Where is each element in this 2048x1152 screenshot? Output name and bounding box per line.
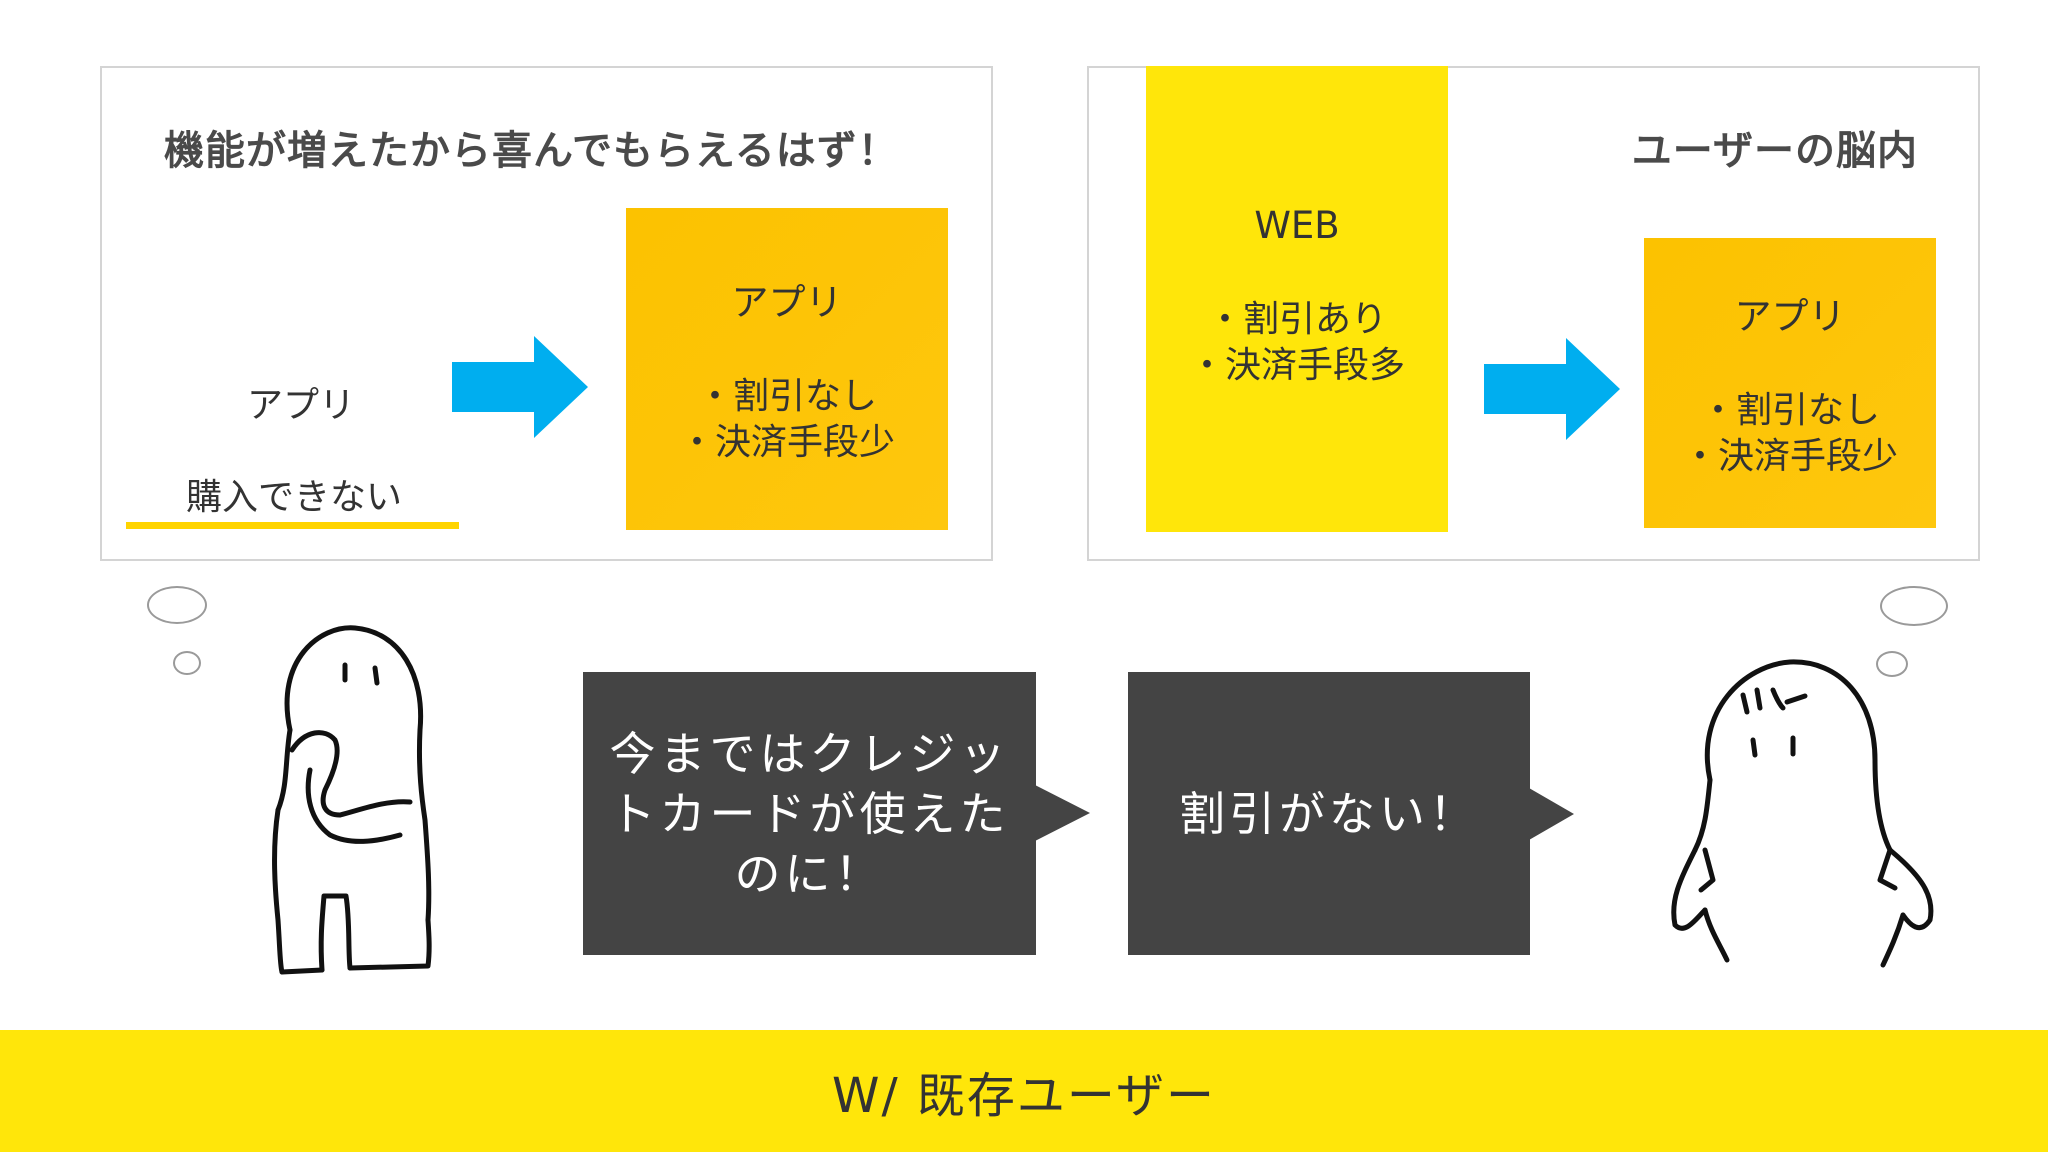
right-arrow-icon xyxy=(1484,338,1620,440)
left-panel-title: 機能が増えたから喜んでもらえるはず！ xyxy=(164,128,899,174)
bubble-pointer-icon xyxy=(1035,785,1090,841)
web-bullet: ・割引あり xyxy=(1206,299,1387,340)
bubble-line: 今まではクレジッ xyxy=(609,726,1010,781)
app-user-bullet: ・決済手段少 xyxy=(1681,436,1898,477)
app-after-box: アプリ ・割引なし ・決済手段少 xyxy=(626,208,948,530)
web-box: WEB ・割引あり ・決済手段多 xyxy=(1146,66,1448,532)
before-app-note: 購入できない xyxy=(186,477,403,518)
app-user-heading: アプリ xyxy=(1734,295,1846,338)
thought-bubble-small-left xyxy=(173,651,201,675)
web-heading: WEB xyxy=(1254,204,1340,247)
bubble-line: のに！ xyxy=(734,846,885,901)
right-panel: WEB ・割引あり ・決済手段多 ユーザーの脳内 アプリ ・割引なし ・決済手段… xyxy=(1087,66,1980,561)
before-app-label: アプリ xyxy=(247,385,356,426)
app-after-bullet: ・決済手段少 xyxy=(678,422,895,463)
highlight-underline xyxy=(126,522,459,529)
app-user-box: アプリ ・割引なし ・決済手段少 xyxy=(1644,238,1936,528)
angry-person-illustration xyxy=(1671,659,1934,968)
speech-bubble-credit-card-text: 今まではクレジッ トカードが使えた のに！ xyxy=(610,724,1010,904)
footer-label: W/ 既存ユーザー xyxy=(832,1068,1216,1124)
web-bullet: ・決済手段多 xyxy=(1188,345,1405,386)
app-after-heading: アプリ xyxy=(731,281,843,324)
app-user-bullet: ・割引なし xyxy=(1699,390,1880,431)
right-arrow-icon xyxy=(452,336,588,438)
speech-bubble-no-discount: 割引がない！ xyxy=(1128,672,1530,955)
speech-bubble-credit-card: 今まではクレジッ トカードが使えた のに！ xyxy=(583,672,1036,955)
left-panel: 機能が増えたから喜んでもらえるはず！ アプリ 購入できない アプリ ・割引なし … xyxy=(100,66,993,561)
app-after-bullet: ・割引なし xyxy=(696,376,877,417)
thought-bubble-small-right xyxy=(1876,651,1908,677)
bubble-pointer-icon xyxy=(1529,788,1574,840)
thought-bubble-large-right xyxy=(1880,586,1948,626)
thought-bubble-large-left xyxy=(147,586,207,624)
bubble-line: トカードが使えた xyxy=(609,786,1010,841)
thinking-person-illustration xyxy=(272,625,432,975)
footer-banner: W/ 既存ユーザー xyxy=(0,1030,2048,1152)
right-panel-title: ユーザーの脳内 xyxy=(1631,128,1918,174)
speech-bubble-no-discount-text: 割引がない！ xyxy=(1179,786,1479,841)
